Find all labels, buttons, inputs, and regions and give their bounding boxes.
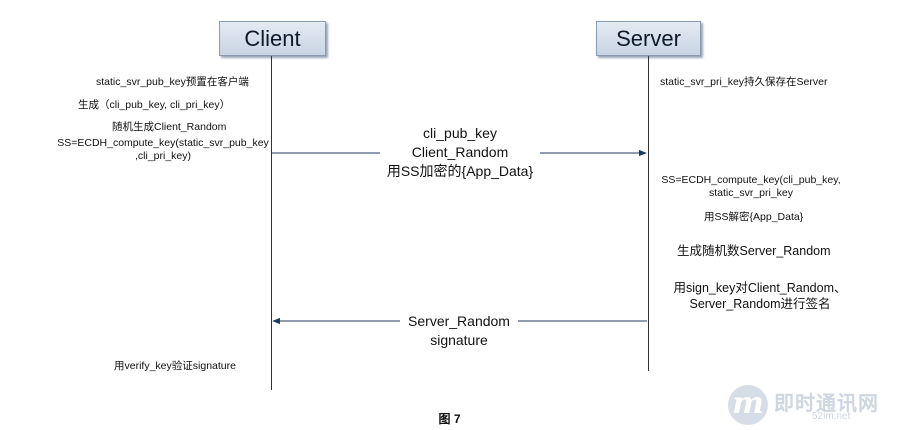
server-note-ss-line2: static_svr_pri_key bbox=[708, 187, 794, 199]
client-note-gen-keypair: 生成（cli_pub_key, cli_pri_key） bbox=[78, 99, 231, 111]
server-note-stored-key: static_svr_pri_key持久保存在Server bbox=[660, 76, 828, 88]
server-actor-box: Server bbox=[596, 21, 701, 56]
watermark-name: 即时通讯网 bbox=[774, 393, 879, 415]
client-lifeline bbox=[271, 56, 272, 390]
request-label-line1: cli_pub_key bbox=[423, 125, 497, 141]
server-note-sign-line2: Server_Random进行签名 bbox=[689, 297, 831, 311]
client-note-preset-key: static_svr_pub_key预置在客户端 bbox=[96, 76, 249, 88]
figure-caption: 图 7 bbox=[438, 412, 461, 426]
client-actor-box: Client bbox=[219, 21, 326, 56]
client-note-ss-line2: ,cli_pri_key) bbox=[134, 150, 192, 162]
client-note-gen-random: 随机生成Client_Random bbox=[112, 121, 227, 133]
server-note-ss-line1: SS=ECDH_compute_key(cli_pub_key, bbox=[661, 174, 841, 186]
server-lifeline bbox=[648, 56, 649, 371]
watermark: m 即时通讯网 52im.net bbox=[728, 385, 893, 425]
client-note-verify: 用verify_key验证signature bbox=[114, 360, 236, 372]
response-message-label: Server_Random signature bbox=[400, 312, 518, 350]
request-label-line3: 用SS加密的{App_Data} bbox=[386, 163, 534, 179]
server-note-gen-random: 生成随机数Server_Random bbox=[677, 244, 831, 258]
server-note-sign: 用sign_key对Client_Random、 Server_Random进行… bbox=[660, 280, 860, 312]
server-note-ss-compute: SS=ECDH_compute_key(cli_pub_key, static_… bbox=[656, 174, 846, 200]
request-label-line2: Client_Random bbox=[411, 144, 509, 160]
watermark-logo-icon: m bbox=[728, 385, 768, 425]
server-note-decrypt: 用SS解密{App_Data} bbox=[704, 211, 804, 223]
watermark-site: 52im.net bbox=[812, 411, 851, 422]
response-label-line2: signature bbox=[430, 332, 488, 348]
server-note-sign-line1: 用sign_key对Client_Random、 bbox=[673, 281, 847, 295]
response-label-line1: Server_Random bbox=[408, 313, 510, 329]
request-message-label: cli_pub_key Client_Random 用SS加密的{App_Dat… bbox=[380, 124, 540, 181]
client-note-ss-compute: SS=ECDH_compute_key(static_svr_pub_key ,… bbox=[56, 137, 270, 163]
client-note-ss-line1: SS=ECDH_compute_key(static_svr_pub_key bbox=[57, 137, 269, 149]
